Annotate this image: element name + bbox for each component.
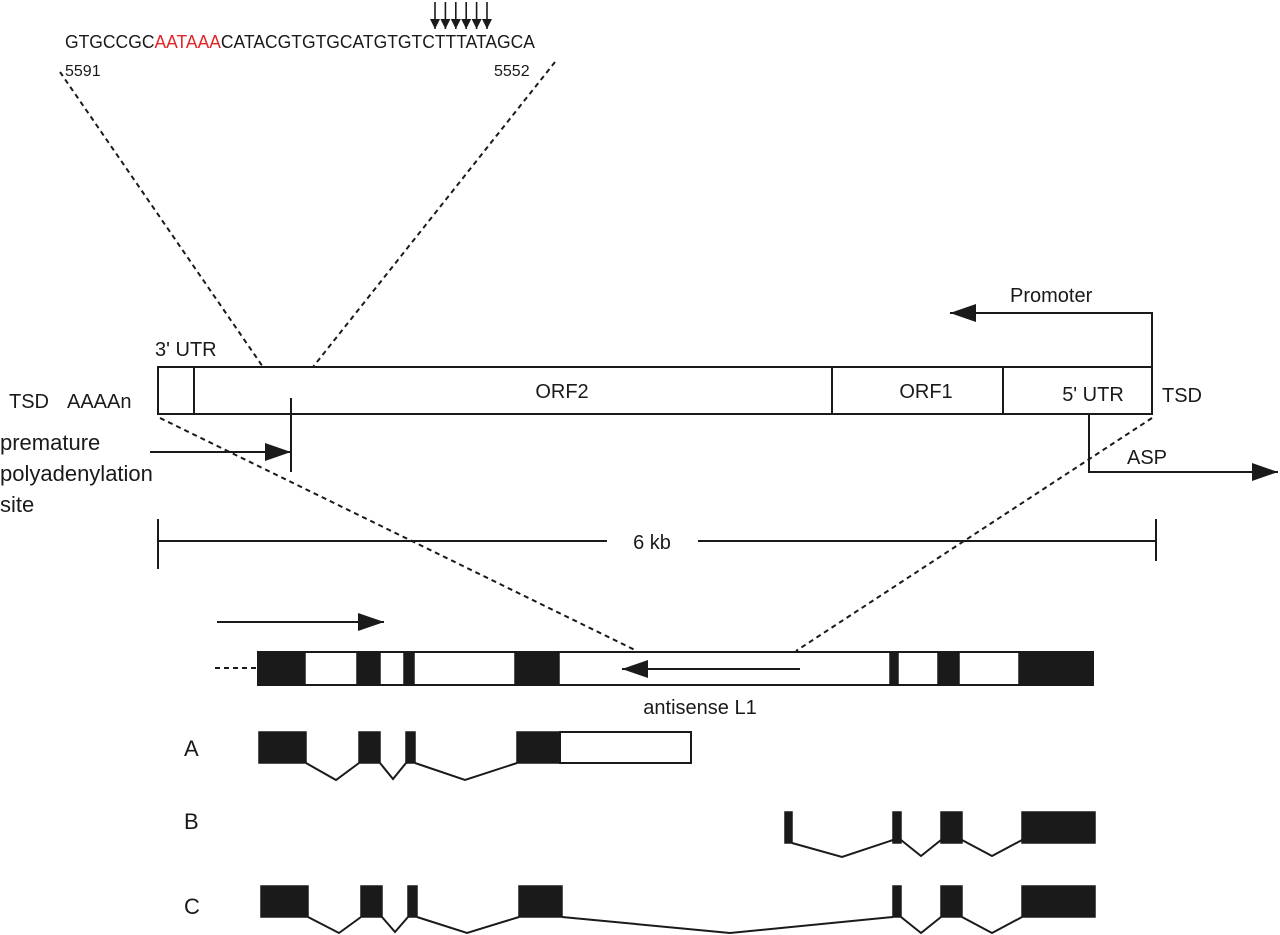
host-gene: antisense L1 xyxy=(215,651,1094,719)
insertion-line-right xyxy=(795,417,1153,652)
transcript-c-intron-6 xyxy=(961,916,1023,935)
transcript-c-intron-4 xyxy=(561,916,894,935)
exon-1 xyxy=(257,651,306,686)
sequence-start-position: 5591 xyxy=(65,63,101,80)
tsd-right-label: TSD xyxy=(1162,385,1202,407)
transcript-b-exon-3 xyxy=(940,811,963,844)
transcript-c: C xyxy=(184,885,1096,935)
asp-label: ASP xyxy=(1127,447,1167,469)
transcript-c-exon-4 xyxy=(518,885,563,918)
premature-label-line-2: polyadenylation xyxy=(0,461,153,486)
transcript-b-exon-4 xyxy=(1021,811,1096,844)
utr5-label: 5' UTR xyxy=(1062,384,1124,406)
transcript-b: B xyxy=(184,809,1096,859)
exon-7 xyxy=(1018,651,1094,686)
transcript-c-intron-1 xyxy=(307,916,362,935)
exon-3 xyxy=(403,651,415,686)
transcript-a-label: A xyxy=(184,736,199,761)
l1-element-body xyxy=(157,366,1153,415)
transcript-c-intron-3 xyxy=(416,916,520,935)
transcript-a-exon-2 xyxy=(358,731,381,764)
transcript-c-exon-1 xyxy=(260,885,309,918)
transcript-a-exon-3 xyxy=(405,731,416,764)
transcript-b-exon-1 xyxy=(784,811,793,844)
transcript-b-exon-2 xyxy=(892,811,902,844)
polya-signal: AATAAA xyxy=(154,32,220,52)
asp-arrow xyxy=(1088,414,1278,481)
l1-element: ORF2 ORF1 5' UTR 3' UTR TSD AAAAn TSD xyxy=(9,339,1202,415)
transcript-a-antisense-extension xyxy=(559,731,692,764)
transcript-b-intron-1 xyxy=(791,839,894,859)
sequence-zoom-line-right xyxy=(312,61,556,368)
polyadenylation-sequence: GTGCCGCAATAAACATACGTGTGCATGTGTCTTTATAGCA xyxy=(65,32,535,52)
antisense-promoter: ASP xyxy=(1088,414,1278,481)
transcript-a-exon-4 xyxy=(516,731,561,764)
transcript-c-label: C xyxy=(184,894,200,919)
transcript-a-intron-1 xyxy=(305,762,360,782)
orf2-label: ORF2 xyxy=(535,381,588,403)
polya-tail-label: AAAAn xyxy=(67,391,131,413)
scale-bar: 6 kb xyxy=(157,519,1157,569)
promoter-arrow xyxy=(950,304,1153,367)
transcript-c-exon-3 xyxy=(407,885,418,918)
premature-label-line-1: premature xyxy=(0,430,100,455)
sequence-zoom-line-left xyxy=(59,71,264,368)
transcript-c-exon-2 xyxy=(360,885,383,918)
transcript-c-exon-6 xyxy=(940,885,963,918)
premature-polyadenylation-site: premature polyadenylation site xyxy=(0,398,292,517)
transcript-b-intron-3 xyxy=(961,839,1023,858)
transcript-c-exon-5 xyxy=(892,885,902,918)
transcript-a-exon-1 xyxy=(258,731,307,764)
sense-promoter: Promoter xyxy=(950,285,1153,367)
transcript-b-intron-2 xyxy=(900,839,942,858)
sequence-end-position: 5552 xyxy=(494,63,530,80)
premature-label-line-3: site xyxy=(0,492,34,517)
transcript-c-intron-5 xyxy=(900,916,942,935)
tsd-left-label: TSD xyxy=(9,391,49,413)
transcript-a-intron-2 xyxy=(379,762,407,781)
sequence-inset: GTGCCGCAATAAACATACGTGTGCATGTGTCTTTATAGCA… xyxy=(65,2,535,80)
exon-6 xyxy=(937,651,960,686)
orf1-label: ORF1 xyxy=(899,381,952,403)
exon-2 xyxy=(356,651,381,686)
scale-bar-label: 6 kb xyxy=(633,532,671,554)
transcript-b-label: B xyxy=(184,809,199,834)
exon-4 xyxy=(514,651,560,686)
transcript-c-intron-2 xyxy=(381,916,409,934)
sequence-before: GTGCCGC xyxy=(65,32,154,52)
cleavage-site-arrows xyxy=(430,2,492,29)
insertion-line-left xyxy=(159,417,638,652)
utr3-label: 3' UTR xyxy=(155,339,217,361)
transcript-c-exon-7 xyxy=(1021,885,1096,918)
transcript-a: A xyxy=(184,731,692,782)
exon-5 xyxy=(889,651,899,686)
transcript-a-intron-3 xyxy=(414,762,518,782)
sequence-after: CATACGTGTGCATGTGTCTTTATAGCA xyxy=(221,32,535,52)
promoter-label: Promoter xyxy=(1010,285,1093,307)
antisense-l1-label: antisense L1 xyxy=(643,697,756,719)
